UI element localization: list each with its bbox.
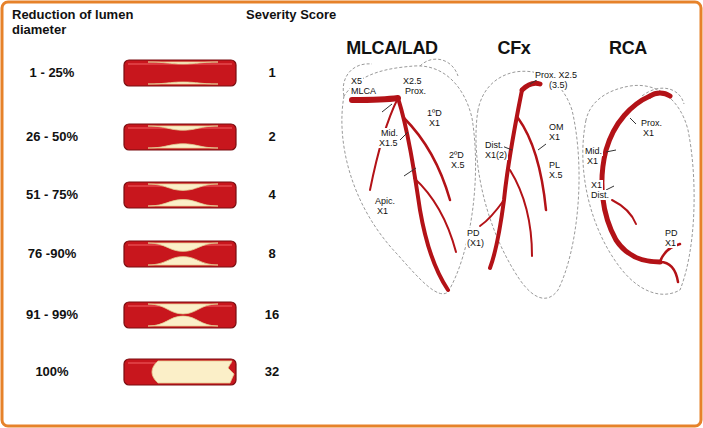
segment-label: PD xyxy=(664,228,679,238)
table-cell: 1 - 25% xyxy=(30,66,75,81)
segment-label: Prox. xyxy=(404,86,427,96)
segment-label: X1.5 xyxy=(378,138,399,148)
segment-label: Dist. xyxy=(590,190,610,200)
segment-label: X1 xyxy=(664,238,677,248)
segment-label: X1 xyxy=(590,180,603,190)
table-cell: 32 xyxy=(265,365,279,380)
segment-label: (3.5) xyxy=(548,80,569,90)
segment-label: 1ºD xyxy=(426,108,443,118)
vessel-tube xyxy=(124,60,236,86)
table-cell: 16 xyxy=(265,308,279,323)
segment-label: X1 xyxy=(428,118,441,128)
segment-label: X1 xyxy=(642,128,655,138)
table-cell: 1 xyxy=(268,66,275,81)
segment-label: PL xyxy=(548,160,561,170)
segment-label: MLCA xyxy=(350,86,377,96)
vessel-tube xyxy=(124,182,236,208)
segment-label: Apic. xyxy=(374,196,396,206)
table-cell: 8 xyxy=(268,247,275,262)
segment-label: X1 xyxy=(586,156,599,166)
segment-label: X1 xyxy=(548,132,561,142)
segment-label: Mid. xyxy=(380,128,399,138)
column-heading: Severity Score xyxy=(246,8,336,23)
vessel-tube xyxy=(124,359,236,385)
segment-label: Mid. xyxy=(584,146,603,156)
segment-label: OM xyxy=(548,122,565,132)
table-cell: 26 - 50% xyxy=(26,130,78,145)
segment-label: 2ºD xyxy=(448,150,465,160)
segment-label: X1 xyxy=(376,206,389,216)
artery-title: MLCA/LAD xyxy=(346,38,438,59)
cfx-heart xyxy=(476,71,579,298)
rca-heart xyxy=(583,85,694,294)
segment-label: (X1) xyxy=(466,238,485,248)
lad-heart xyxy=(342,59,476,294)
segment-label: Prox. xyxy=(640,118,663,128)
vessel-tube xyxy=(124,302,236,328)
segment-label: X5 xyxy=(350,76,363,86)
vessel-tube xyxy=(124,241,236,267)
table-cell: 51 - 75% xyxy=(26,188,78,203)
segment-label: X1(2) xyxy=(484,150,508,160)
segment-label: PD xyxy=(466,228,481,238)
segment-label: Prox. X2.5 xyxy=(534,70,578,80)
table-cell: 100% xyxy=(35,365,68,380)
vessel-tube xyxy=(124,124,236,150)
table-cell: 4 xyxy=(268,188,275,203)
artery-title: RCA xyxy=(609,38,647,59)
artery-title: CFx xyxy=(497,38,530,59)
segment-label: X2.5 xyxy=(402,76,423,86)
table-cell: 76 -90% xyxy=(28,247,76,262)
table-cell: 2 xyxy=(268,130,275,145)
segment-label: X.5 xyxy=(548,170,564,180)
column-heading: Reduction of lumen diameter xyxy=(12,8,152,38)
segment-label: X.5 xyxy=(450,160,466,170)
vessel-tubes xyxy=(124,60,236,385)
segment-label: Dist. xyxy=(484,140,504,150)
table-cell: 91 - 99% xyxy=(26,308,78,323)
